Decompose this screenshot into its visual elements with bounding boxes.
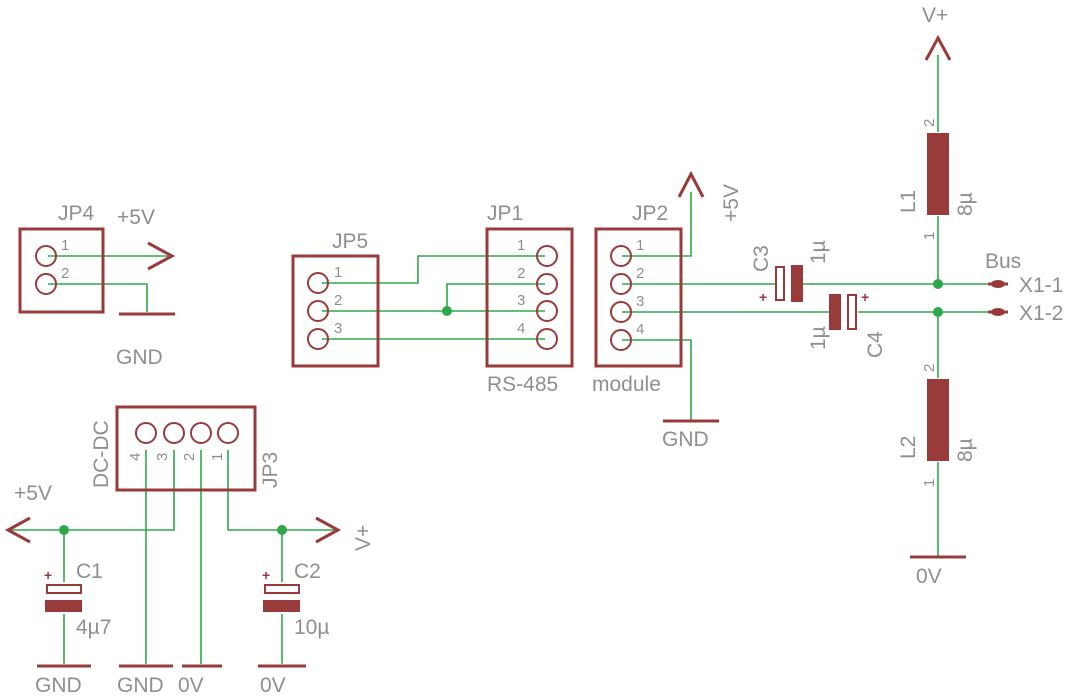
gnd-jp2: GND <box>662 419 719 451</box>
connector-jp2[interactable]: JP2 1 2 3 4 module <box>592 202 683 396</box>
c4-name: C4 <box>864 331 887 358</box>
supply-5v-jp2-label: +5V <box>720 184 743 222</box>
svg-text:+: + <box>861 289 869 305</box>
jp3-caption: DC-DC <box>90 420 113 488</box>
jp2-caption: module <box>592 373 661 396</box>
c4-value: 1µ <box>807 326 830 350</box>
jp3-pin-3: 3 <box>154 453 171 461</box>
connector-jp1[interactable]: JP1 1 2 3 4 RS-485 <box>485 202 574 396</box>
inductor-l2[interactable]: 2 1 L2 8µ <box>897 364 977 487</box>
jp4-pin-1: 1 <box>61 237 69 254</box>
svg-text:+: + <box>44 567 52 583</box>
junction-dot <box>933 307 943 317</box>
supply-vplus-dcdc: V+ <box>315 516 375 551</box>
connector-jp3[interactable]: 4 3 2 1 JP3 DC-DC <box>90 405 282 492</box>
jp1-name: JP1 <box>487 202 523 225</box>
jp2-pin-2: 2 <box>636 265 644 282</box>
capacitor-c3[interactable]: + C3 1µ <box>750 240 830 305</box>
jp1-pin-3: 3 <box>517 292 525 309</box>
jp3-name: JP3 <box>259 452 282 488</box>
jp5-pin-2: 2 <box>334 292 342 309</box>
c2-value: 10µ <box>294 616 329 639</box>
l1-pin-bottom: 1 <box>921 232 938 240</box>
gnd-jp2-label: GND <box>662 428 709 451</box>
jp4-name: JP4 <box>58 202 95 225</box>
gnd-jp4-label: GND <box>116 346 163 369</box>
zero-v-dcdc-label: 0V <box>178 674 204 697</box>
bus-label: Bus <box>985 250 1021 273</box>
svg-text:+: + <box>262 567 270 583</box>
supply-5v-left: +5V <box>4 482 52 544</box>
l2-pin-bottom: 1 <box>921 479 938 487</box>
zero-v-right: 0V <box>910 555 966 588</box>
l2-pin-top: 2 <box>921 364 938 372</box>
junctions <box>59 279 943 535</box>
c3-name: C3 <box>750 245 773 272</box>
jp1-caption: RS-485 <box>487 373 558 396</box>
jp3-pin-4: 4 <box>127 453 144 461</box>
jp2-pin-4: 4 <box>636 321 644 338</box>
x1-1-label: X1-1 <box>1019 274 1063 297</box>
zero-v-c2: 0V <box>258 664 306 697</box>
junction-dot <box>933 279 943 289</box>
jp4-pin-2: 2 <box>61 265 69 282</box>
l1-name: L1 <box>897 190 920 213</box>
c2-name: C2 <box>294 560 321 583</box>
gnd-jp4: GND <box>116 312 175 369</box>
jp3-pin-1: 1 <box>209 453 226 461</box>
l1-pin-top: 2 <box>921 119 938 127</box>
junction-dot <box>277 525 287 535</box>
junction-dot <box>59 525 69 535</box>
c1-name: C1 <box>76 560 103 583</box>
jp1-pin-2: 2 <box>517 265 525 282</box>
jp5-pin-3: 3 <box>334 320 342 337</box>
jp2-name: JP2 <box>632 202 668 225</box>
gnd-c1: GND <box>35 664 91 697</box>
capacitor-c1[interactable]: + C1 4µ7 <box>44 560 111 639</box>
capacitor-c2[interactable]: + C2 10µ <box>262 560 329 639</box>
junction-dot <box>442 306 452 316</box>
l2-name: L2 <box>897 436 920 459</box>
gnd-dcdc: GND <box>117 664 173 697</box>
inductor-l1[interactable]: 2 1 L1 8µ <box>897 119 977 240</box>
svg-text:+: + <box>759 289 767 305</box>
zero-v-c2-label: 0V <box>260 674 286 697</box>
connector-jp5[interactable]: JP5 1 2 3 <box>291 230 380 368</box>
gnd-dcdc-label: GND <box>117 674 164 697</box>
jp1-pin-4: 4 <box>517 320 525 337</box>
connector-jp4[interactable]: JP4 1 2 <box>18 202 105 314</box>
l1-value: 8µ <box>954 192 977 216</box>
wires <box>8 55 995 664</box>
jp3-pin-2: 2 <box>181 453 198 461</box>
supply-5v-left-label: +5V <box>14 482 52 505</box>
jp2-pin-1: 1 <box>636 237 644 254</box>
capacitor-c4[interactable]: + 1µ C4 <box>807 289 887 358</box>
gnd-c1-label: GND <box>35 674 82 697</box>
x1-2-label: X1-2 <box>1019 302 1063 325</box>
l2-value: 8µ <box>954 438 977 462</box>
jp2-pin-3: 3 <box>636 293 644 310</box>
bus-connector-x1[interactable]: Bus X1-1 X1-2 <box>985 250 1063 325</box>
zero-v-dcdc: 0V <box>178 664 222 697</box>
zero-v-right-label: 0V <box>916 565 942 588</box>
supply-vplus-top: V+ <box>922 4 952 61</box>
c3-value: 1µ <box>807 240 830 264</box>
jp5-name: JP5 <box>332 230 368 253</box>
supply-5v-jp2: +5V <box>677 170 743 222</box>
supply-5v-jp4: +5V <box>117 206 176 271</box>
supply-5v-jp4-label: +5V <box>117 206 155 229</box>
c1-value: 4µ7 <box>76 616 111 639</box>
supply-vplus-top-label: V+ <box>922 4 948 27</box>
jp1-pin-1: 1 <box>517 237 525 254</box>
supply-vplus-dcdc-label: V+ <box>352 525 375 551</box>
jp5-pin-1: 1 <box>334 264 342 281</box>
